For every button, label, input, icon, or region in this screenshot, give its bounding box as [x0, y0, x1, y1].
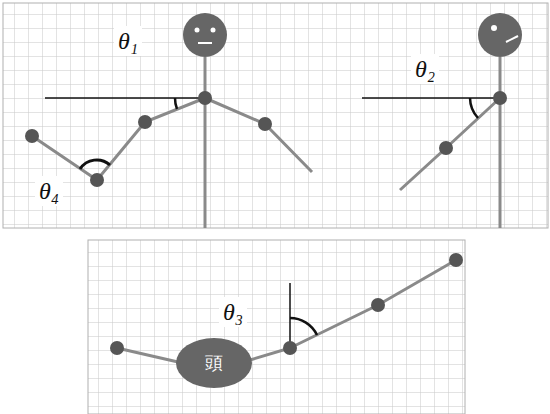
angle-arc	[175, 98, 177, 109]
joint-dots	[25, 91, 272, 187]
grid-panel	[3, 3, 548, 228]
angle-arc	[80, 160, 110, 169]
head-circle	[183, 13, 227, 57]
reference-line	[289, 283, 291, 348]
grid-panel	[88, 240, 465, 414]
head-circle	[478, 13, 522, 57]
angle-label: θ₄	[35, 176, 63, 206]
head-ellipse: 頭	[176, 338, 252, 388]
joint-dots	[439, 91, 507, 155]
angle-label: θ₁	[114, 26, 142, 56]
reference-line	[362, 97, 500, 99]
joint-dots	[110, 253, 463, 355]
top-figure	[117, 260, 456, 362]
angle-label: θ₃	[219, 297, 247, 327]
head-label: 頭	[205, 353, 223, 373]
angle-label: θ₂	[411, 54, 439, 84]
front-figure	[32, 57, 312, 228]
reference-line	[45, 97, 205, 99]
angle-arc	[470, 98, 478, 118]
angle-arc	[290, 318, 317, 335]
